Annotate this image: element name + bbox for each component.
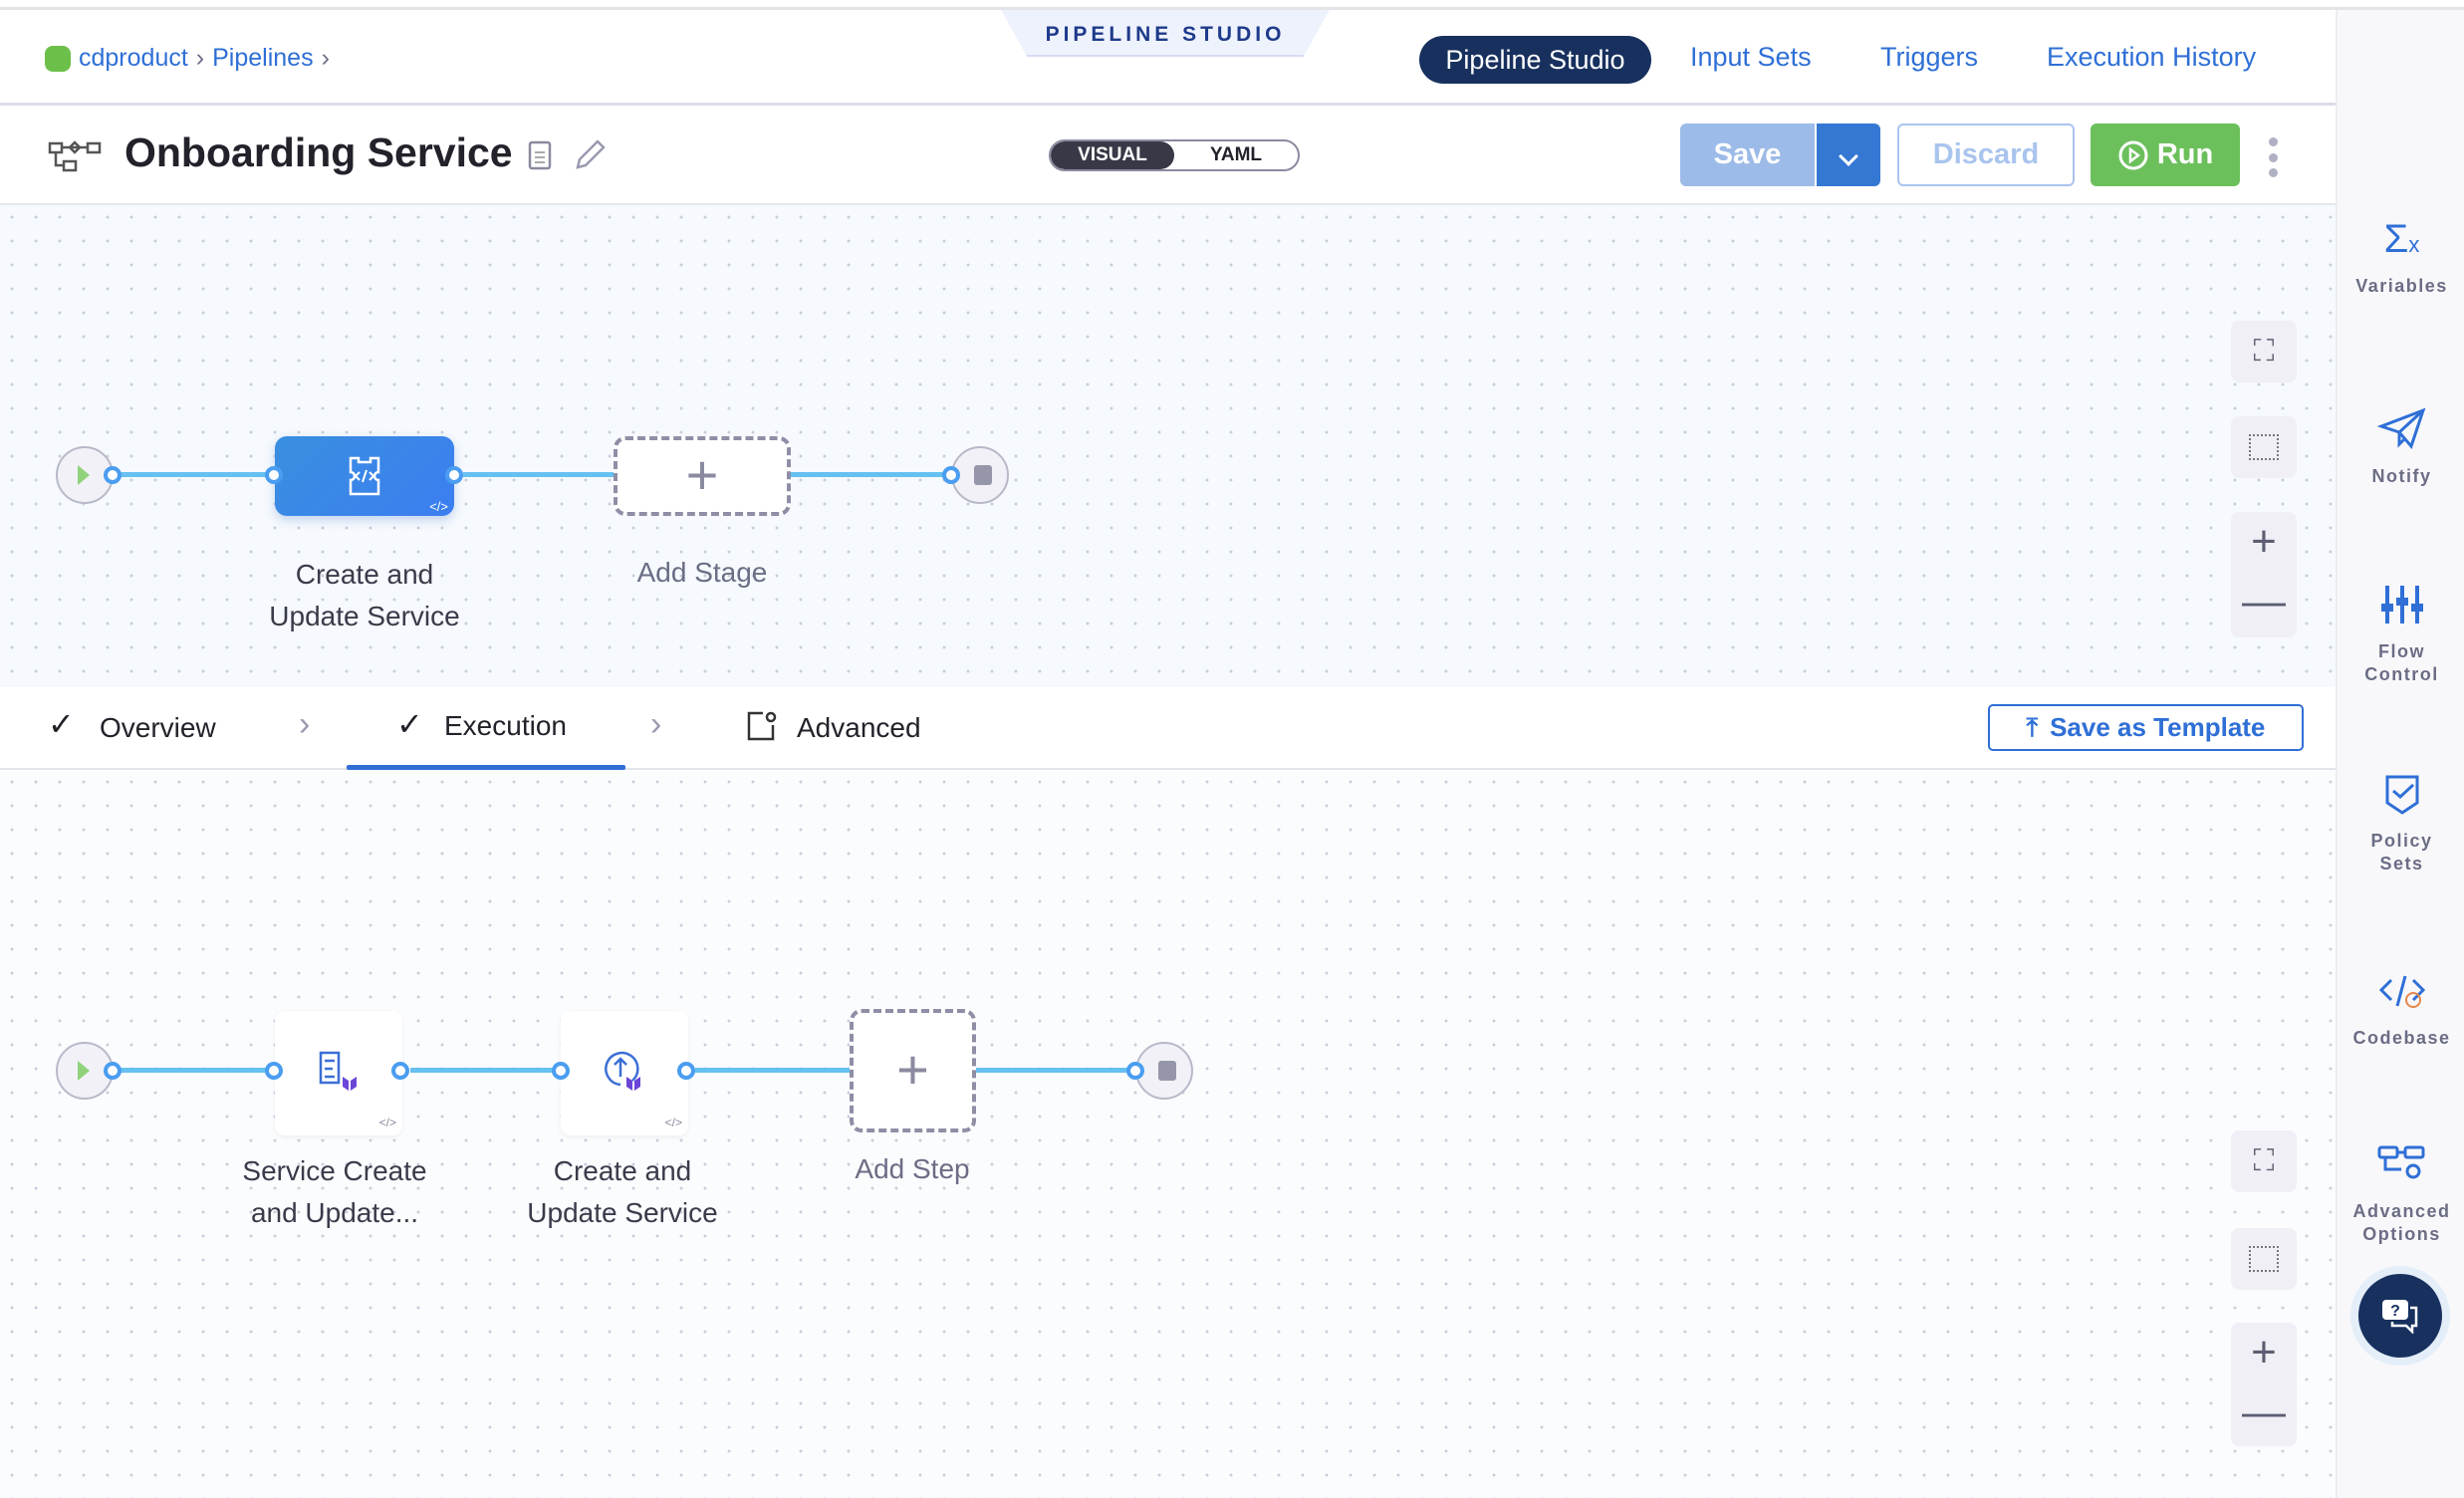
nav-pipeline-studio[interactable]: Pipeline Studio bbox=[1419, 36, 1651, 84]
svg-text:?: ? bbox=[2390, 1303, 2400, 1320]
play-circle-icon bbox=[2118, 140, 2148, 169]
sigma-x-icon: Σx bbox=[2383, 217, 2420, 261]
sidebar-item-notify[interactable]: Notify bbox=[2338, 406, 2464, 488]
active-tab-indicator bbox=[347, 765, 625, 770]
breadcrumb-separator-icon: › bbox=[195, 44, 205, 72]
pipeline-end-node bbox=[951, 446, 1009, 504]
stage-node-create-and-update-service[interactable]: </> bbox=[275, 436, 454, 516]
toggle-yaml[interactable]: YAML bbox=[1209, 144, 1263, 165]
paper-plane-icon bbox=[2376, 407, 2425, 449]
zoom-in-icon[interactable]: + bbox=[2251, 517, 2277, 566]
zoom-out-icon[interactable]: — bbox=[2242, 1387, 2286, 1436]
shield-check-icon bbox=[2385, 775, 2418, 815]
save-as-template-button[interactable]: ⤒ Save as Template bbox=[1988, 704, 2304, 751]
terraform-plan-icon bbox=[319, 1051, 357, 1091]
description-icon[interactable] bbox=[528, 140, 552, 170]
chevron-right-icon: › bbox=[650, 705, 662, 743]
check-icon: ✓ bbox=[396, 706, 423, 742]
check-icon: ✓ bbox=[48, 706, 75, 742]
pipeline-icon bbox=[48, 140, 102, 172]
zoom-in-icon[interactable]: + bbox=[2251, 1328, 2277, 1376]
tab-execution[interactable]: Execution bbox=[444, 710, 567, 741]
window-top-border bbox=[0, 0, 2464, 10]
select-area-icon[interactable] bbox=[2231, 1228, 2297, 1290]
fit-to-screen-icon[interactable]: ⛶ bbox=[2231, 1130, 2297, 1192]
save-as-template-label: Save as Template bbox=[2050, 712, 2266, 742]
zoom-out-icon[interactable]: — bbox=[2242, 577, 2286, 625]
step-node-service-create-and-update[interactable]: </> bbox=[275, 1011, 402, 1135]
upload-template-icon: ⤒ bbox=[2026, 711, 2039, 742]
add-step-label: Add Step bbox=[855, 1153, 970, 1184]
execution-end-node bbox=[1135, 1042, 1193, 1100]
code-icon: </> bbox=[378, 1116, 396, 1129]
code-icon: </> bbox=[664, 1116, 682, 1129]
sidebar-label: Variables bbox=[2355, 276, 2448, 296]
breadcrumb-project[interactable]: cdproduct bbox=[79, 44, 188, 72]
terraform-apply-icon bbox=[605, 1051, 640, 1091]
play-icon bbox=[78, 465, 90, 485]
sliders-icon bbox=[2380, 586, 2423, 624]
nav-input-sets[interactable]: Input Sets bbox=[1690, 42, 1812, 72]
save-button[interactable]: Save bbox=[1680, 124, 1815, 186]
discard-button[interactable]: Discard bbox=[1897, 124, 2075, 186]
sidebar-item-variables[interactable]: Σx Variables bbox=[2338, 217, 2464, 298]
pipeline-start-node bbox=[56, 446, 114, 504]
advanced-settings-icon bbox=[747, 711, 777, 741]
chevron-right-icon: › bbox=[299, 705, 311, 743]
add-stage-button[interactable]: + bbox=[614, 436, 791, 516]
breadcrumb-separator-icon: › bbox=[321, 44, 330, 72]
tab-advanced[interactable]: Advanced bbox=[797, 712, 921, 743]
edit-pencil-icon[interactable] bbox=[572, 137, 606, 171]
code-icon bbox=[2378, 975, 2425, 1008]
breadcrumb: cdproduct › Pipelines › bbox=[45, 44, 330, 73]
run-button[interactable]: Run bbox=[2091, 124, 2240, 186]
save-dropdown-button[interactable] bbox=[1815, 124, 1880, 186]
breadcrumb-pipelines[interactable]: Pipelines bbox=[212, 44, 314, 72]
select-area-icon[interactable] bbox=[2231, 416, 2297, 478]
sidebar-label: Notify bbox=[2371, 466, 2432, 486]
nav-triggers[interactable]: Triggers bbox=[1880, 42, 1979, 72]
plus-icon: + bbox=[685, 443, 719, 506]
stop-icon bbox=[1158, 1061, 1176, 1081]
pipeline-title: Onboarding Service bbox=[124, 129, 513, 175]
more-options-icon[interactable] bbox=[2267, 137, 2279, 177]
stage-tabs bbox=[0, 687, 2336, 770]
custom-stage-icon bbox=[349, 456, 380, 496]
advanced-options-icon bbox=[2377, 1145, 2424, 1179]
zoom-controls: +— bbox=[2231, 1323, 2297, 1446]
fit-to-screen-icon[interactable]: ⛶ bbox=[2231, 321, 2297, 382]
plus-icon: + bbox=[896, 1038, 929, 1101]
play-icon bbox=[78, 1061, 90, 1081]
stop-icon bbox=[974, 465, 992, 485]
sidebar-item-codebase[interactable]: Codebase bbox=[2338, 968, 2464, 1050]
run-label: Run bbox=[2156, 138, 2214, 170]
zoom-controls: +— bbox=[2231, 512, 2297, 637]
add-step-button[interactable]: + bbox=[850, 1009, 976, 1132]
step-node-create-and-update-service[interactable]: </> bbox=[561, 1011, 688, 1135]
tab-overview[interactable]: Overview bbox=[100, 712, 216, 743]
project-logo-icon bbox=[45, 45, 71, 72]
sidebar-label: Codebase bbox=[2352, 1028, 2451, 1048]
pipeline-studio-badge: PIPELINE STUDIO bbox=[1001, 10, 1330, 57]
help-chat-button[interactable]: ? bbox=[2358, 1274, 2442, 1358]
chevron-down-icon bbox=[1839, 146, 1858, 166]
code-icon: </> bbox=[429, 499, 448, 514]
help-chat-icon: ? bbox=[2382, 1300, 2418, 1334]
add-stage-label: Add Stage bbox=[636, 557, 768, 588]
visual-yaml-toggle[interactable]: VISUAL YAML bbox=[1049, 139, 1300, 171]
nav-execution-history[interactable]: Execution History bbox=[2047, 42, 2257, 72]
toggle-visual[interactable]: VISUAL bbox=[1051, 141, 1174, 169]
